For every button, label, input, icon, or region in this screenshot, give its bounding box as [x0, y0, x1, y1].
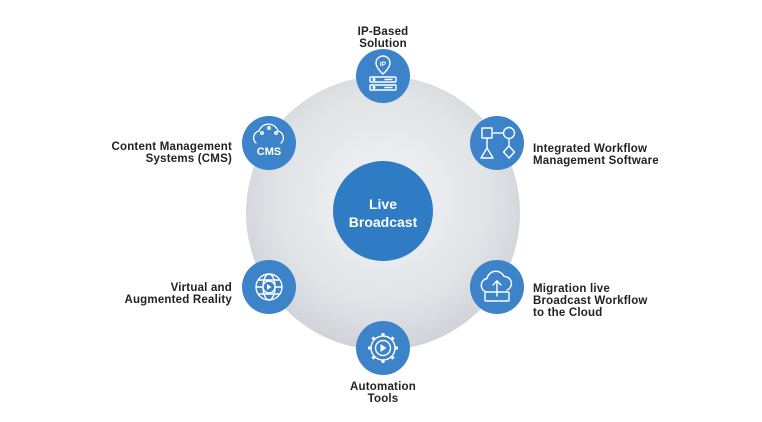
node-vr-ar: [242, 260, 296, 314]
cloud-upload-icon: [480, 270, 513, 302]
label-workflow-line2: Management Software: [533, 155, 659, 167]
gear-play-icon: [368, 333, 398, 363]
workflow-diagram-icon: [480, 126, 516, 159]
center-circle: [333, 161, 433, 261]
label-workflow-line1: Integrated Workflow: [533, 143, 648, 155]
label-vr-ar-line1: Virtual and: [170, 282, 232, 294]
node-workflow: [470, 116, 524, 170]
center-label-line1: Live: [368, 196, 397, 212]
label-cms-line2: Systems (CMS): [145, 153, 232, 165]
cms-cloud-icon: [253, 123, 284, 144]
cms-icon-text: CMS: [257, 146, 281, 158]
globe-play-icon: [255, 273, 283, 301]
label-vr-ar-line2: Augmented Reality: [124, 294, 232, 306]
center-label-line2: Broadcast: [348, 214, 418, 230]
node-migration: [470, 260, 524, 314]
label-automation-line1: Automation: [350, 381, 416, 393]
label-ip-based-line2: Solution: [359, 38, 407, 50]
node-automation: [356, 321, 410, 375]
label-cms-line1: Content Management: [111, 141, 232, 153]
svg-text:IP: IP: [380, 61, 387, 68]
label-migration: Migration live Broadcast Workflow to the…: [533, 283, 648, 319]
label-ip-based: IP-Based Solution: [333, 26, 433, 50]
label-automation: Automation Tools: [333, 381, 433, 405]
label-migration-line3: to the Cloud: [533, 307, 603, 319]
label-ip-based-line1: IP-Based: [357, 26, 409, 38]
label-workflow: Integrated Workflow Management Software: [533, 143, 659, 167]
label-migration-line2: Broadcast Workflow: [533, 295, 648, 307]
center-label: Live Broadcast: [333, 195, 433, 231]
ip-server-icon: IP: [369, 55, 397, 91]
label-vr-ar: Virtual and Augmented Reality: [82, 282, 232, 306]
label-migration-line1: Migration live: [533, 283, 610, 295]
node-ip-based: IP: [356, 49, 410, 103]
label-cms: Content Management Systems (CMS): [62, 141, 232, 165]
node-cms: CMS: [242, 116, 296, 170]
label-automation-line2: Tools: [367, 393, 399, 405]
